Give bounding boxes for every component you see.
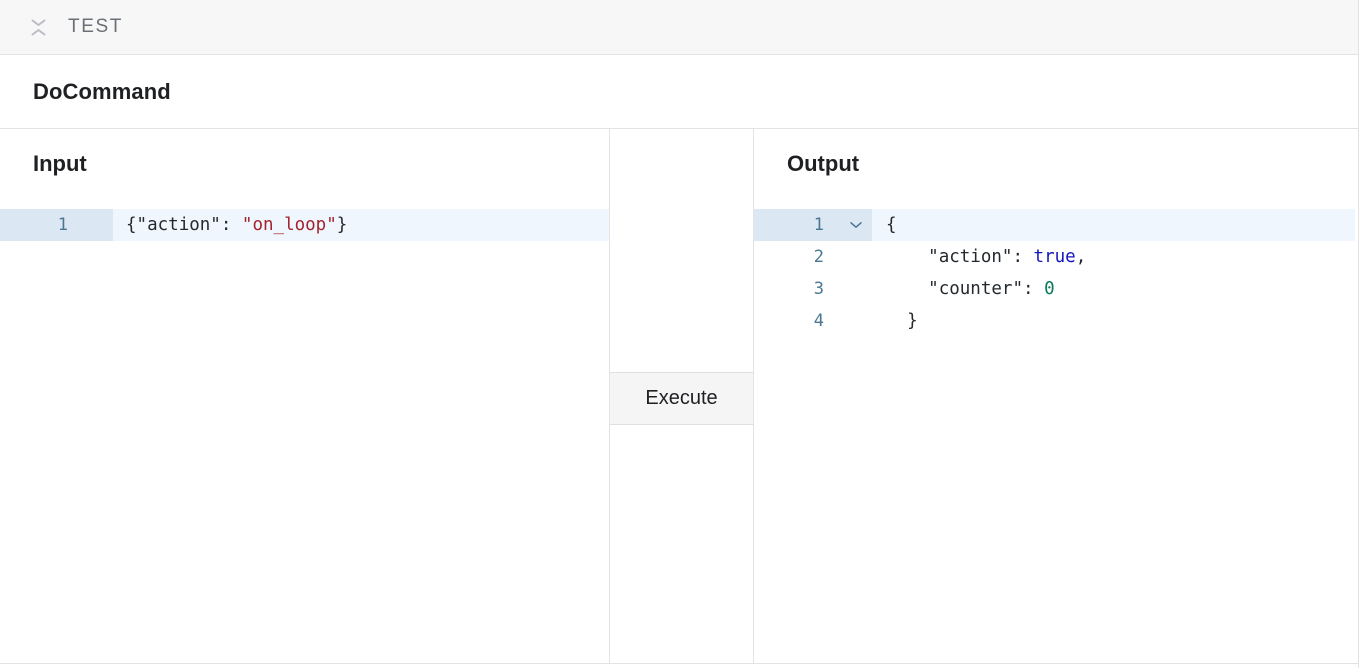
execute-button[interactable]: Execute bbox=[610, 372, 753, 425]
input-line-number: 1 bbox=[0, 209, 113, 241]
output-line-number: 3 bbox=[813, 279, 824, 299]
command-title-bar: DoCommand bbox=[0, 55, 1358, 129]
output-line-number: 2 bbox=[813, 247, 824, 267]
token-punct bbox=[886, 279, 928, 299]
input-heading: Input bbox=[33, 151, 87, 176]
output-panel: Output 1{2 "action": true,3 "counter": 0… bbox=[754, 129, 1358, 664]
output-code-line[interactable]: 4 } bbox=[754, 305, 1358, 337]
token-punct: } bbox=[886, 311, 918, 331]
input-panel: Input 1{"action": "on_loop"} bbox=[0, 129, 609, 664]
output-code-line[interactable]: 1{ bbox=[754, 209, 1358, 241]
test-section-label: TEST bbox=[68, 16, 123, 37]
token-key: "action" bbox=[928, 247, 1013, 267]
collapse-chevrons-icon[interactable] bbox=[27, 14, 49, 40]
action-column: Execute bbox=[609, 129, 754, 664]
command-body: Input 1{"action": "on_loop"} Execute Out… bbox=[0, 129, 1358, 664]
output-code-text[interactable]: "action": true, bbox=[872, 241, 1358, 273]
token-punct: : bbox=[1022, 279, 1045, 299]
input-code-line[interactable]: 1{"action": "on_loop"} bbox=[0, 209, 609, 241]
token-key: "action" bbox=[136, 215, 221, 235]
output-heading: Output bbox=[787, 151, 860, 176]
token-num: 0 bbox=[1044, 279, 1055, 299]
token-bool: true bbox=[1033, 247, 1076, 267]
token-punct: : bbox=[220, 215, 242, 235]
token-key: "counter" bbox=[928, 279, 1023, 299]
token-punct: { bbox=[126, 215, 137, 235]
output-code-text[interactable]: "counter": 0 bbox=[872, 273, 1358, 305]
output-code-text[interactable]: { bbox=[872, 209, 1355, 241]
page-title: DoCommand bbox=[33, 78, 171, 104]
test-section-header[interactable]: TEST bbox=[0, 0, 1358, 55]
window-right-edge bbox=[1358, 0, 1359, 668]
token-str: "on_loop" bbox=[241, 215, 337, 235]
token-punct: { bbox=[886, 215, 897, 235]
token-punct bbox=[886, 247, 928, 267]
token-punct: : bbox=[1012, 247, 1034, 267]
chevron-down-icon[interactable] bbox=[850, 209, 862, 241]
output-code-text[interactable]: } bbox=[872, 305, 1358, 337]
input-code-text[interactable]: {"action": "on_loop"} bbox=[113, 209, 609, 241]
output-code-line[interactable]: 2 "action": true, bbox=[754, 241, 1358, 273]
output-code-line[interactable]: 3 "counter": 0 bbox=[754, 273, 1358, 305]
token-punct: , bbox=[1075, 247, 1087, 267]
token-punct: } bbox=[336, 215, 348, 235]
output-line-number: 1 bbox=[754, 209, 872, 241]
input-editor[interactable]: 1{"action": "on_loop"} bbox=[0, 209, 609, 664]
output-line-number: 4 bbox=[813, 311, 824, 331]
